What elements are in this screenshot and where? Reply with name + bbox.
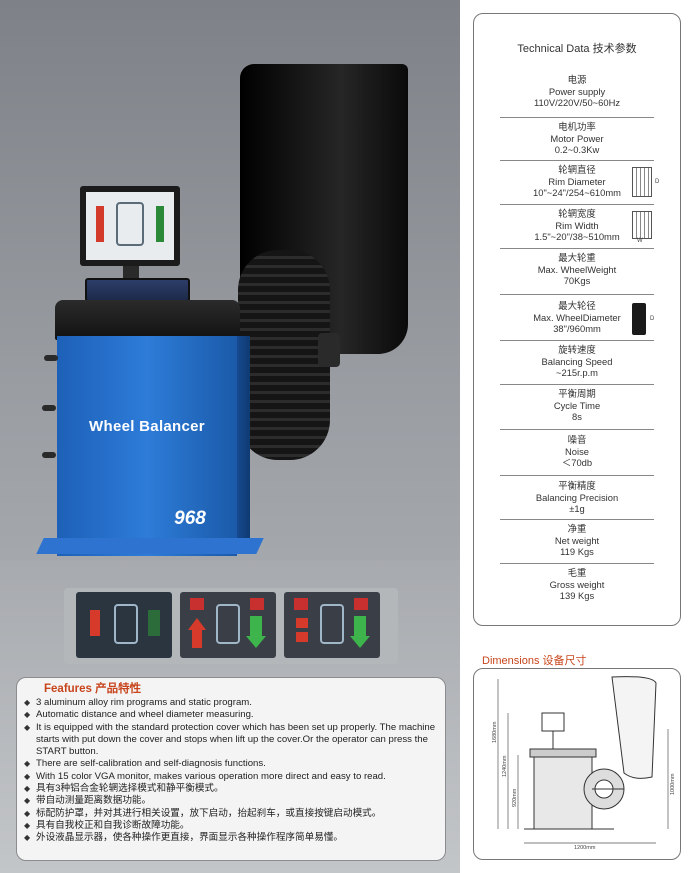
spec-row-cycle-time: 平衡周期 Cycle Time 8s xyxy=(500,384,654,423)
height-total-label: 1680mm xyxy=(492,721,498,743)
dimensions-panel: 1680mm 1240mm 920mm 1200mm 1000mm xyxy=(473,668,681,860)
list-item: ◆外设液晶显示器，使各种操作更直接，界面显示各种操作程序简单易懂。 xyxy=(24,832,343,844)
list-item: ◆标配防护罩，并对其进行相关设置，放下启动，抬起刹车，或直接按键启动模式。 xyxy=(24,807,382,819)
drawing-monitor xyxy=(541,712,565,732)
bullet-icon: ◆ xyxy=(24,698,31,707)
list-item: ◆3 aluminum alloy rim programs and stati… xyxy=(24,697,252,708)
rim-icon xyxy=(114,604,138,644)
screen-rim-graphic xyxy=(116,202,144,246)
wheel-hub xyxy=(318,333,340,367)
spec-row-gross-weight: 毛重 Gross weight 139 Kgs xyxy=(500,563,654,602)
list-item: ◆It is equipped with the standard protec… xyxy=(24,721,436,758)
bullet-icon: ◆ xyxy=(24,820,31,830)
rim-icon xyxy=(320,604,344,644)
screen-red-bar xyxy=(96,206,104,242)
monitor-screen xyxy=(86,192,174,260)
list-item: ◆There are self-calibration and self-dia… xyxy=(24,758,266,770)
spec-row-rim-diameter: 轮辋直径 Rim Diameter 10"~24"/254~610mm xyxy=(500,160,654,199)
dimension-drawing xyxy=(497,676,669,844)
features-box xyxy=(16,677,446,861)
bullet-icon: ◆ xyxy=(24,771,31,781)
side-knob-icon xyxy=(42,452,56,458)
dimensions-title: Dimensions 设备尺寸 xyxy=(482,655,587,667)
red-bar-icon xyxy=(296,618,308,628)
control-keypad xyxy=(85,278,190,302)
width-marker: W xyxy=(637,238,643,244)
bullet-icon: ◆ xyxy=(24,784,31,794)
spec-row-net-weight: 净重 Net weight 119 Kgs xyxy=(500,519,654,558)
product-photo-panel: Wheel Balancer 968 Feafur xyxy=(0,0,460,873)
features-title: Feafures 产品特性 xyxy=(44,683,142,695)
green-bar-icon xyxy=(148,610,160,636)
rim-diameter-icon xyxy=(632,167,652,197)
side-knob-icon xyxy=(44,355,58,361)
digit-icon xyxy=(354,598,368,610)
rim-width-icon xyxy=(632,211,652,239)
display-screenshot-2 xyxy=(180,592,276,658)
monitor-stand xyxy=(123,266,139,280)
side-knob-icon xyxy=(42,405,56,411)
machine-model: 968 xyxy=(174,508,206,529)
bullet-icon: ◆ xyxy=(24,710,31,720)
digit-icon xyxy=(250,598,264,610)
arrow-down-icon xyxy=(246,636,266,648)
digit-icon xyxy=(294,598,308,610)
technical-data-title: Technical Data 技术参数 xyxy=(517,43,637,55)
tyre xyxy=(238,250,330,460)
depth-label: 1000mm xyxy=(670,773,676,795)
red-bar-icon xyxy=(90,610,100,636)
arrow-down-icon xyxy=(350,636,370,648)
digit-icon xyxy=(190,598,204,610)
arrow-up-icon xyxy=(188,618,206,630)
display-screenshot-3 xyxy=(284,592,380,658)
red-bar-icon xyxy=(296,632,308,642)
spec-row-max-wheel-weight: 最大轮重 Max. WheelWeight 70Kgs xyxy=(500,248,654,287)
list-item: ◆With 15 color VGA monitor, makes variou… xyxy=(24,770,386,782)
drawing-cover xyxy=(611,676,657,779)
bullet-icon: ◆ xyxy=(24,833,31,843)
screen-green-bar xyxy=(156,206,164,242)
height-mid-label: 1240mm xyxy=(502,755,508,777)
list-item: ◆具有自我校正和自我诊断故障功能。 xyxy=(24,819,190,831)
vga-monitor xyxy=(80,186,180,266)
wheel-diameter-icon xyxy=(632,303,646,335)
bullet-icon: ◆ xyxy=(24,796,31,806)
list-item: ◆Automatic distance and wheel diameter m… xyxy=(24,709,254,721)
spec-row-noise: 噪音 Noise ＜70db xyxy=(500,429,654,469)
wheel-balancer-machine: Wheel Balancer 968 xyxy=(0,0,460,600)
drawing-tray xyxy=(529,748,597,758)
cabinet-side xyxy=(237,336,250,551)
green-bar-icon xyxy=(354,616,366,636)
width-label: 1200mm xyxy=(574,845,596,851)
machine-cabinet xyxy=(57,336,237,556)
machine-base xyxy=(36,538,264,554)
diameter-marker: D xyxy=(655,179,660,185)
red-bar-icon xyxy=(192,630,202,648)
bullet-icon: ◆ xyxy=(24,759,31,769)
technical-data-panel: Technical Data 技术参数 电源 Power supply 110V… xyxy=(473,13,681,626)
spec-row-power-supply: 电源 Power supply 110V/220V/50~60Hz xyxy=(533,74,621,109)
machine-title: Wheel Balancer xyxy=(89,418,205,435)
spec-row-motor-power: 电机功率 Motor Power 0.2~0.3Kw xyxy=(500,117,654,156)
tool-tray xyxy=(55,300,240,340)
drawing-cabinet xyxy=(533,754,593,830)
green-bar-icon xyxy=(250,616,262,636)
display-screenshots xyxy=(64,588,398,664)
spec-row-balancing-precision: 平衡精度 Balancing Precision ±1g xyxy=(500,475,654,515)
spec-row-rim-width: 轮辋宽度 Rim Width 1.5"~20"/38~510mm xyxy=(500,204,654,243)
spec-row-max-wheel-diameter: 最大轮径 Max. WheelDiameter 38"/960mm xyxy=(500,294,654,335)
spec-row-balancing-speed: 旋转速度 Balancing Speed ~215r.p.m xyxy=(500,340,654,379)
feature-list: ◆3 aluminum alloy rim programs and stati… xyxy=(24,697,442,845)
rim-icon xyxy=(216,604,240,644)
display-screenshot-1 xyxy=(76,592,172,658)
list-item: ◆带自动测量距离数据功能。 xyxy=(24,795,152,807)
bullet-icon: ◆ xyxy=(24,722,31,732)
height-low-label: 920mm xyxy=(512,788,518,807)
list-item: ◆具有3种铝合金轮辋选择模式和静平衡模式。 xyxy=(24,783,224,795)
diameter-marker: D xyxy=(650,316,655,322)
bullet-icon: ◆ xyxy=(24,808,31,818)
